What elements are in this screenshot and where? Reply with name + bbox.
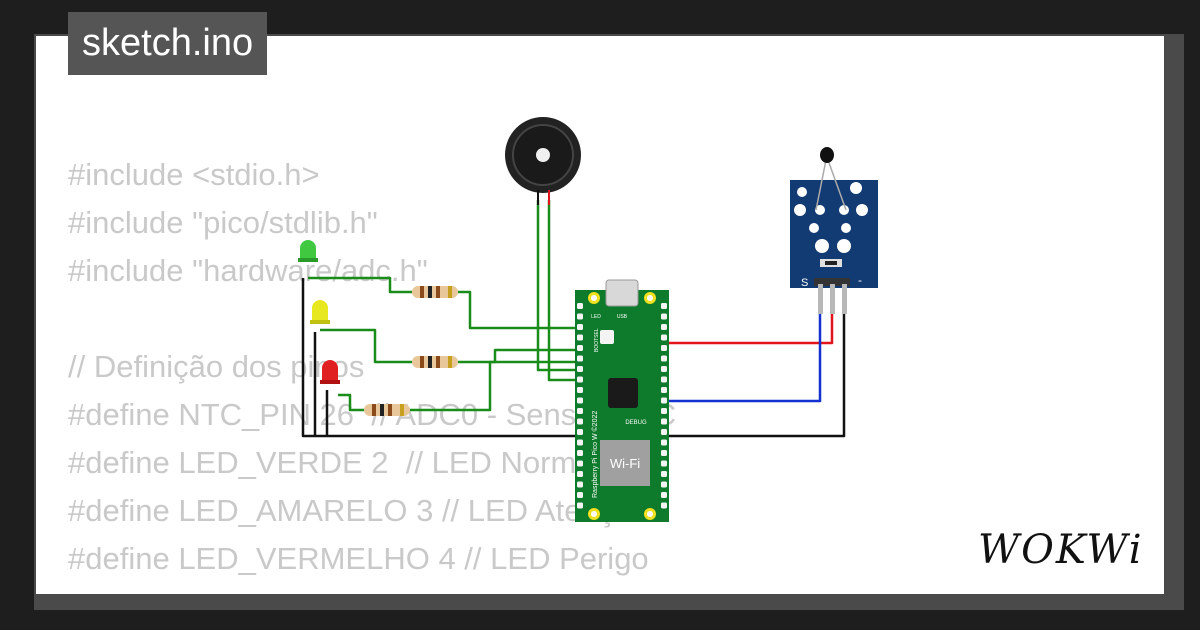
pico-pin bbox=[661, 502, 667, 509]
sensor-gnd-pin-label: - bbox=[858, 273, 862, 287]
wire-resistor1-pico bbox=[458, 290, 580, 330]
pico-pin bbox=[577, 481, 583, 488]
pico-pin bbox=[577, 439, 583, 446]
pico-pin bbox=[577, 471, 583, 477]
pico-pin bbox=[661, 418, 667, 425]
buzzer bbox=[505, 117, 581, 205]
pico-pin bbox=[577, 303, 583, 309]
led-green bbox=[298, 240, 318, 262]
pico-pin bbox=[661, 471, 667, 477]
code-line: #include "pico/stdlib.h" bbox=[68, 205, 378, 240]
pico-pin bbox=[661, 429, 667, 435]
wifi-module-label: Wi-Fi bbox=[610, 456, 640, 471]
wire-buzzer-signal bbox=[547, 200, 580, 382]
pico-pin bbox=[661, 439, 667, 446]
pico-pin bbox=[661, 397, 667, 404]
pico-pin bbox=[577, 450, 583, 456]
board-bootsel-label: BOOTSEL bbox=[594, 328, 600, 352]
resistor-1 bbox=[412, 286, 458, 298]
pico-pin bbox=[577, 429, 583, 435]
pico-w-board: Wi-Fi LED USB DEBUG BOOTSEL Raspberry Pi… bbox=[575, 279, 669, 522]
wire-buzzer-gnd bbox=[536, 200, 580, 372]
pico-pin bbox=[577, 397, 583, 404]
pico-pin bbox=[661, 408, 667, 414]
pico-pin bbox=[661, 355, 667, 362]
pico-pin bbox=[661, 450, 667, 456]
sketch-filename-label: sketch.ino bbox=[68, 12, 268, 75]
code-line: #include "hardware/adc.h" bbox=[68, 253, 428, 288]
board-usb-label: USB bbox=[617, 314, 628, 320]
pico-pin bbox=[661, 324, 667, 330]
pico-pin-headers bbox=[577, 303, 667, 509]
code-line: #define LED_VERDE 2 // LED Normal bbox=[68, 445, 601, 480]
wire-sensor-gnd bbox=[660, 286, 846, 438]
resistor-3 bbox=[364, 404, 410, 416]
wire-green-led bbox=[308, 276, 412, 294]
pico-pin bbox=[577, 366, 583, 372]
wire-resistor3-pico bbox=[410, 360, 580, 412]
pico-pin bbox=[577, 376, 583, 383]
pico-pin bbox=[577, 324, 583, 330]
pico-pin bbox=[577, 355, 583, 362]
pico-pin bbox=[577, 492, 583, 498]
board-name-label: Raspberry Pi Pico W ©2022 bbox=[591, 411, 599, 498]
pico-pin bbox=[577, 502, 583, 509]
pico-pin bbox=[577, 345, 583, 351]
pico-pin bbox=[577, 408, 583, 414]
code-line: #define NTC_PIN 26 // ADC0 - Sensor NTC bbox=[68, 397, 676, 432]
board-led-label: LED bbox=[591, 314, 601, 320]
pico-pin bbox=[577, 334, 583, 341]
ntc-sensor-module: S - bbox=[790, 147, 878, 314]
pico-pin bbox=[661, 334, 667, 341]
wokwi-logo: WOKWi bbox=[978, 527, 1144, 573]
pico-pin bbox=[577, 460, 583, 467]
code-line: #define BUZZER 5 // Alarme bbox=[68, 583, 676, 594]
pico-pin bbox=[577, 387, 583, 393]
wire-sensor-signal bbox=[660, 286, 822, 403]
wire-led-gnd-1 bbox=[301, 278, 580, 438]
led-yellow bbox=[310, 300, 330, 324]
pico-pin bbox=[661, 387, 667, 393]
pico-pin bbox=[661, 313, 667, 320]
code-line: #include <stdio.h> bbox=[68, 157, 320, 192]
pico-pin bbox=[577, 418, 583, 425]
wire-resistor2-pico bbox=[458, 348, 580, 364]
pico-pin bbox=[577, 313, 583, 320]
led-red bbox=[320, 360, 340, 384]
code-line: #define LED_VERMELHO 4 // LED Perigo bbox=[68, 541, 649, 576]
wire-yellow-led bbox=[320, 328, 412, 364]
wire-sensor-vcc bbox=[660, 286, 834, 345]
resistor-2 bbox=[412, 356, 458, 368]
pico-pin bbox=[661, 376, 667, 383]
pico-pin bbox=[661, 303, 667, 309]
sensor-signal-pin-label: S bbox=[801, 277, 808, 289]
pico-pin bbox=[661, 460, 667, 467]
pico-pin bbox=[661, 481, 667, 488]
pico-pin bbox=[661, 492, 667, 498]
pico-pin bbox=[661, 345, 667, 351]
pico-pin bbox=[661, 366, 667, 372]
board-debug-label: DEBUG bbox=[625, 420, 647, 426]
